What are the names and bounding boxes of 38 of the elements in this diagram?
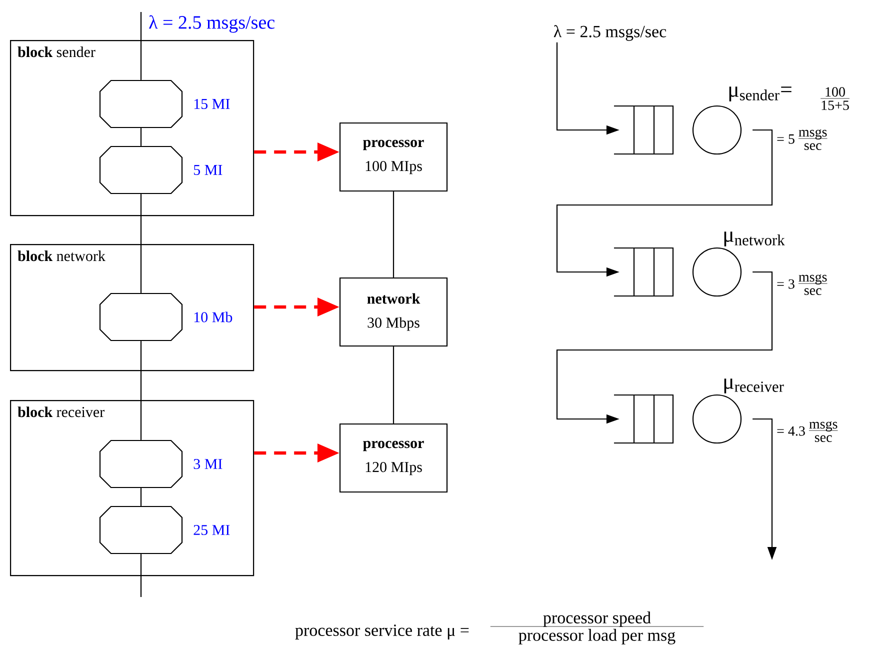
load-label: 15 MI	[194, 98, 230, 110]
process-octagon	[99, 292, 183, 342]
connector-line	[392, 346, 394, 424]
formula-text: processor service rate μ =	[295, 624, 469, 640]
load-label: 3 MI	[194, 458, 222, 470]
rate-label: λ = 2.5 msgs/sec	[149, 15, 274, 33]
connector-line	[140, 554, 142, 597]
load-label: 10 Mb	[194, 312, 232, 322]
connector-line	[140, 341, 142, 440]
queue-symbol	[614, 247, 674, 297]
load-label: 25 MI	[194, 524, 230, 536]
fraction: processor speed processor load per msg	[490, 612, 704, 644]
queue-symbol	[614, 394, 674, 444]
queue-symbol	[614, 105, 674, 155]
connector-line	[140, 488, 142, 506]
rate-symbol: μ$_{receiver}$	[724, 378, 784, 394]
rate-formula: = 3 msgs sec	[777, 274, 828, 296]
connector-line	[392, 192, 394, 278]
load-label: 5 MI	[194, 165, 222, 175]
server-circle	[692, 105, 742, 155]
process-octagon	[99, 80, 183, 128]
fraction: 100 15+5	[820, 87, 850, 110]
connector-line	[140, 12, 142, 80]
server-circle	[692, 247, 742, 297]
rate-label: λ = 2.5 msgs/sec	[554, 25, 666, 41]
resource-box: processor 120 MIps	[339, 423, 448, 493]
resource-box: processor 100 MIps	[339, 122, 448, 192]
process-octagon	[99, 146, 183, 194]
process-octagon	[99, 506, 183, 554]
rate-symbol: μ$_{network}$	[724, 232, 785, 246]
server-circle	[692, 394, 742, 444]
rate-formula: = 5 msgs sec	[777, 129, 828, 150]
process-octagon	[99, 440, 183, 488]
rate-symbol: μ$_{sender}$=	[729, 86, 792, 102]
connector-line	[140, 128, 142, 146]
rate-formula: = 4.3 msgs sec	[777, 421, 838, 442]
connector-line	[140, 194, 142, 293]
resource-box: network 30 Mbps	[339, 277, 448, 347]
